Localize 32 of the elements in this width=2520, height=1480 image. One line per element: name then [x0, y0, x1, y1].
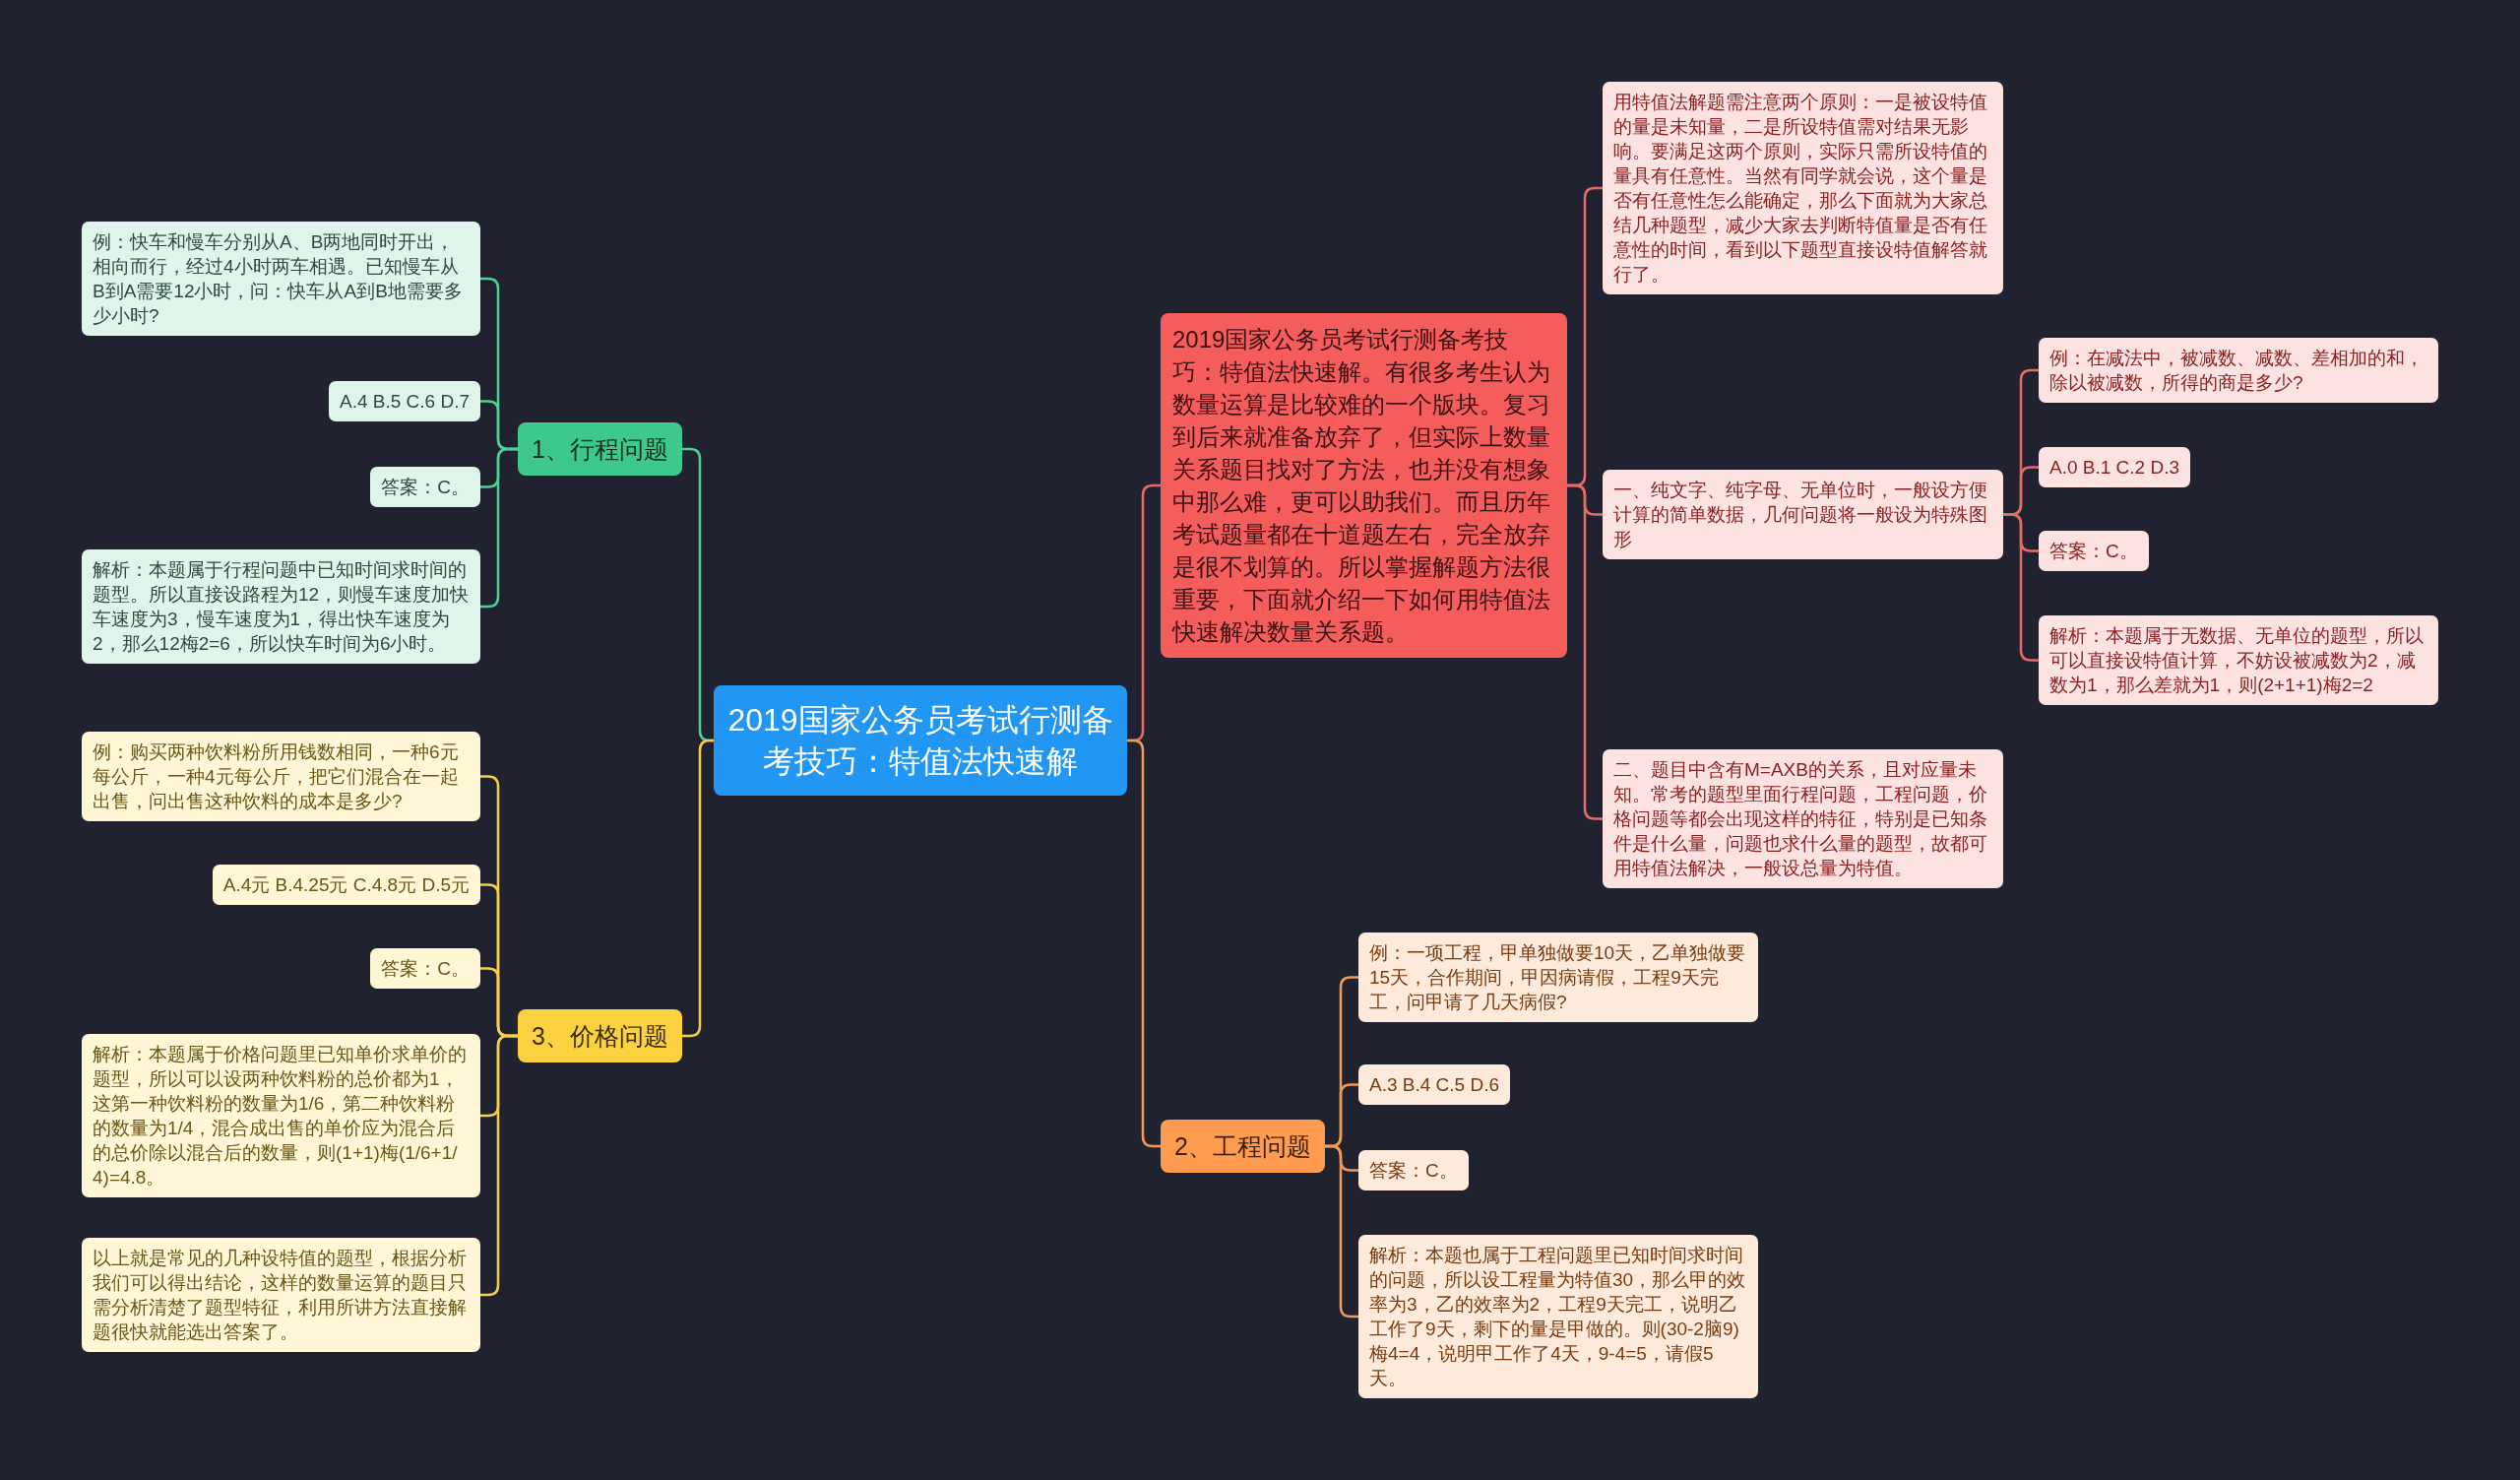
topic-note: 解析：本题属于价格问题里已知单价求单价的题型，所以可以设两种饮料粉的总价都为1，这第一种饮料粉的数量为1/6，第二种饮料粉的数量为1/4，混合成出售的单价应为混合后的总价除以混合后的数量，则(1+1)梅(1/6+1/4)=4.8。	[82, 1034, 480, 1197]
connector-line	[1325, 1144, 1358, 1319]
topic-note: 答案：C。	[370, 467, 480, 507]
topic-note: 例：在减法中，被减数、减数、差相加的和，除以被减数，所得的商是多少?	[2039, 338, 2438, 403]
topic-note: 例：一项工程，甲单独做要10天，乙单独做要15天，合作期间，甲因病请假，工程9天完工，问甲请了几天病假?	[1358, 933, 1758, 1022]
connector-line	[480, 447, 518, 609]
topic-note: 答案：C。	[2039, 531, 2149, 571]
connector-line	[1127, 739, 1161, 1148]
connector-line	[682, 739, 714, 1038]
connector-line	[1567, 483, 1603, 820]
topic-note: 解析：本题属于无数据、无单位的题型，所以可以直接设特值计算，不妨设被减数为2，减数为1，那么差就为1，则(2+1+1)梅2=2	[2039, 615, 2438, 705]
topic-note: 例：购买两种饮料粉所用钱数相同，一种6元每公斤，一种4元每公斤，把它们混合在一起出售，问出售这种饮料的成本是多少?	[82, 732, 480, 821]
topic-note: A.4元 B.4.25元 C.4.8元 D.5元	[212, 865, 480, 905]
topic-note: 解析：本题也属于工程问题里已知时间求时间的问题，所以设工程量为特值30，那么甲的效率为3，乙的效率为2，工程9天完工，说明乙工作了9天，剩下的量是甲做的。则(30-2脑9)梅4=4，说明甲工作了4天，9-4=5，请假5天。	[1358, 1235, 1758, 1398]
topic-note: A.4 B.5 C.6 D.7	[329, 381, 480, 421]
topic-note: 一、纯文字、纯字母、无单位时，一般设方便计算的简单数据，几何问题将一般设为特殊图形	[1603, 470, 2003, 559]
topic-note: 解析：本题属于行程问题中已知时间求时间的题型。所以直接设路程为12，则慢车速度加快车速度为3，慢车速度为1，得出快车速度为2，那么12梅2=6，所以快车时间为6小时。	[82, 549, 480, 664]
topic-note: 以上就是常见的几种设特值的题型，根据分析我们可以得出结论，这样的数量运算的题目只需分析清楚了题型特征，利用所讲方法直接解题很快就能选出答案了。	[82, 1238, 480, 1352]
topic-note: 例：快车和慢车分别从A、B两地同时开出，相向而行，经过4小时两车相遇。已知慢车从B到A需要12小时，问：快车从A到B地需要多少小时?	[82, 222, 480, 336]
topic-note: 答案：C。	[1358, 1150, 1469, 1190]
connector-line	[480, 1034, 518, 1297]
central-topic-box: 2019国家公务员考试行测备考技巧：特值法快速解	[714, 685, 1127, 796]
connector-line	[2003, 513, 2039, 662]
intro-card: 2019国家公务员考试行测备考技巧：特值法快速解。有很多考生认为数量运算是比较难的一个版块。复习到后来就准备放弃了，但实际上数量关系题目找对了方法，也并没有想象中那么难，更可以助我们。而且历年考试题量都在十道题左右，完全放弃是很不划算的。所以掌握解题方法很重要，下面就介绍一下如何用特值法快速解决数量关系题。	[1161, 313, 1567, 658]
branch-topic-box: 1、行程问题	[518, 422, 682, 476]
topic-note: 用特值法解题需注意两个原则：一是被设特值的量是未知量，二是所设特值需对结果无影响。要满足这两个原则，实际只需所设特值的量具有任意性。当然有同学就会说，这个量是否有任意性怎么能确定，那么下面就为大家总结几种题型，减少大家去判断特值量是否有任意性的时间，看到以下题型直接设特值解答就行了。	[1603, 82, 2003, 294]
topic-note: 二、题目中含有M=AXB的关系，且对应量未知。常考的题型里面行程问题，工程问题，价格问题等都会出现这样的特征，特别是已知条件是什么量，问题也求什么量的题型，故都可用特值法解决，一般设总量为特值。	[1603, 749, 2003, 888]
topic-note: A.0 B.1 C.2 D.3	[2039, 447, 2190, 487]
branch-topic-box: 2、工程问题	[1161, 1120, 1325, 1173]
branch-topic-box: 3、价格问题	[518, 1009, 682, 1062]
topic-note: A.3 B.4 C.5 D.6	[1358, 1064, 1510, 1105]
topic-note: 答案：C。	[370, 948, 480, 989]
